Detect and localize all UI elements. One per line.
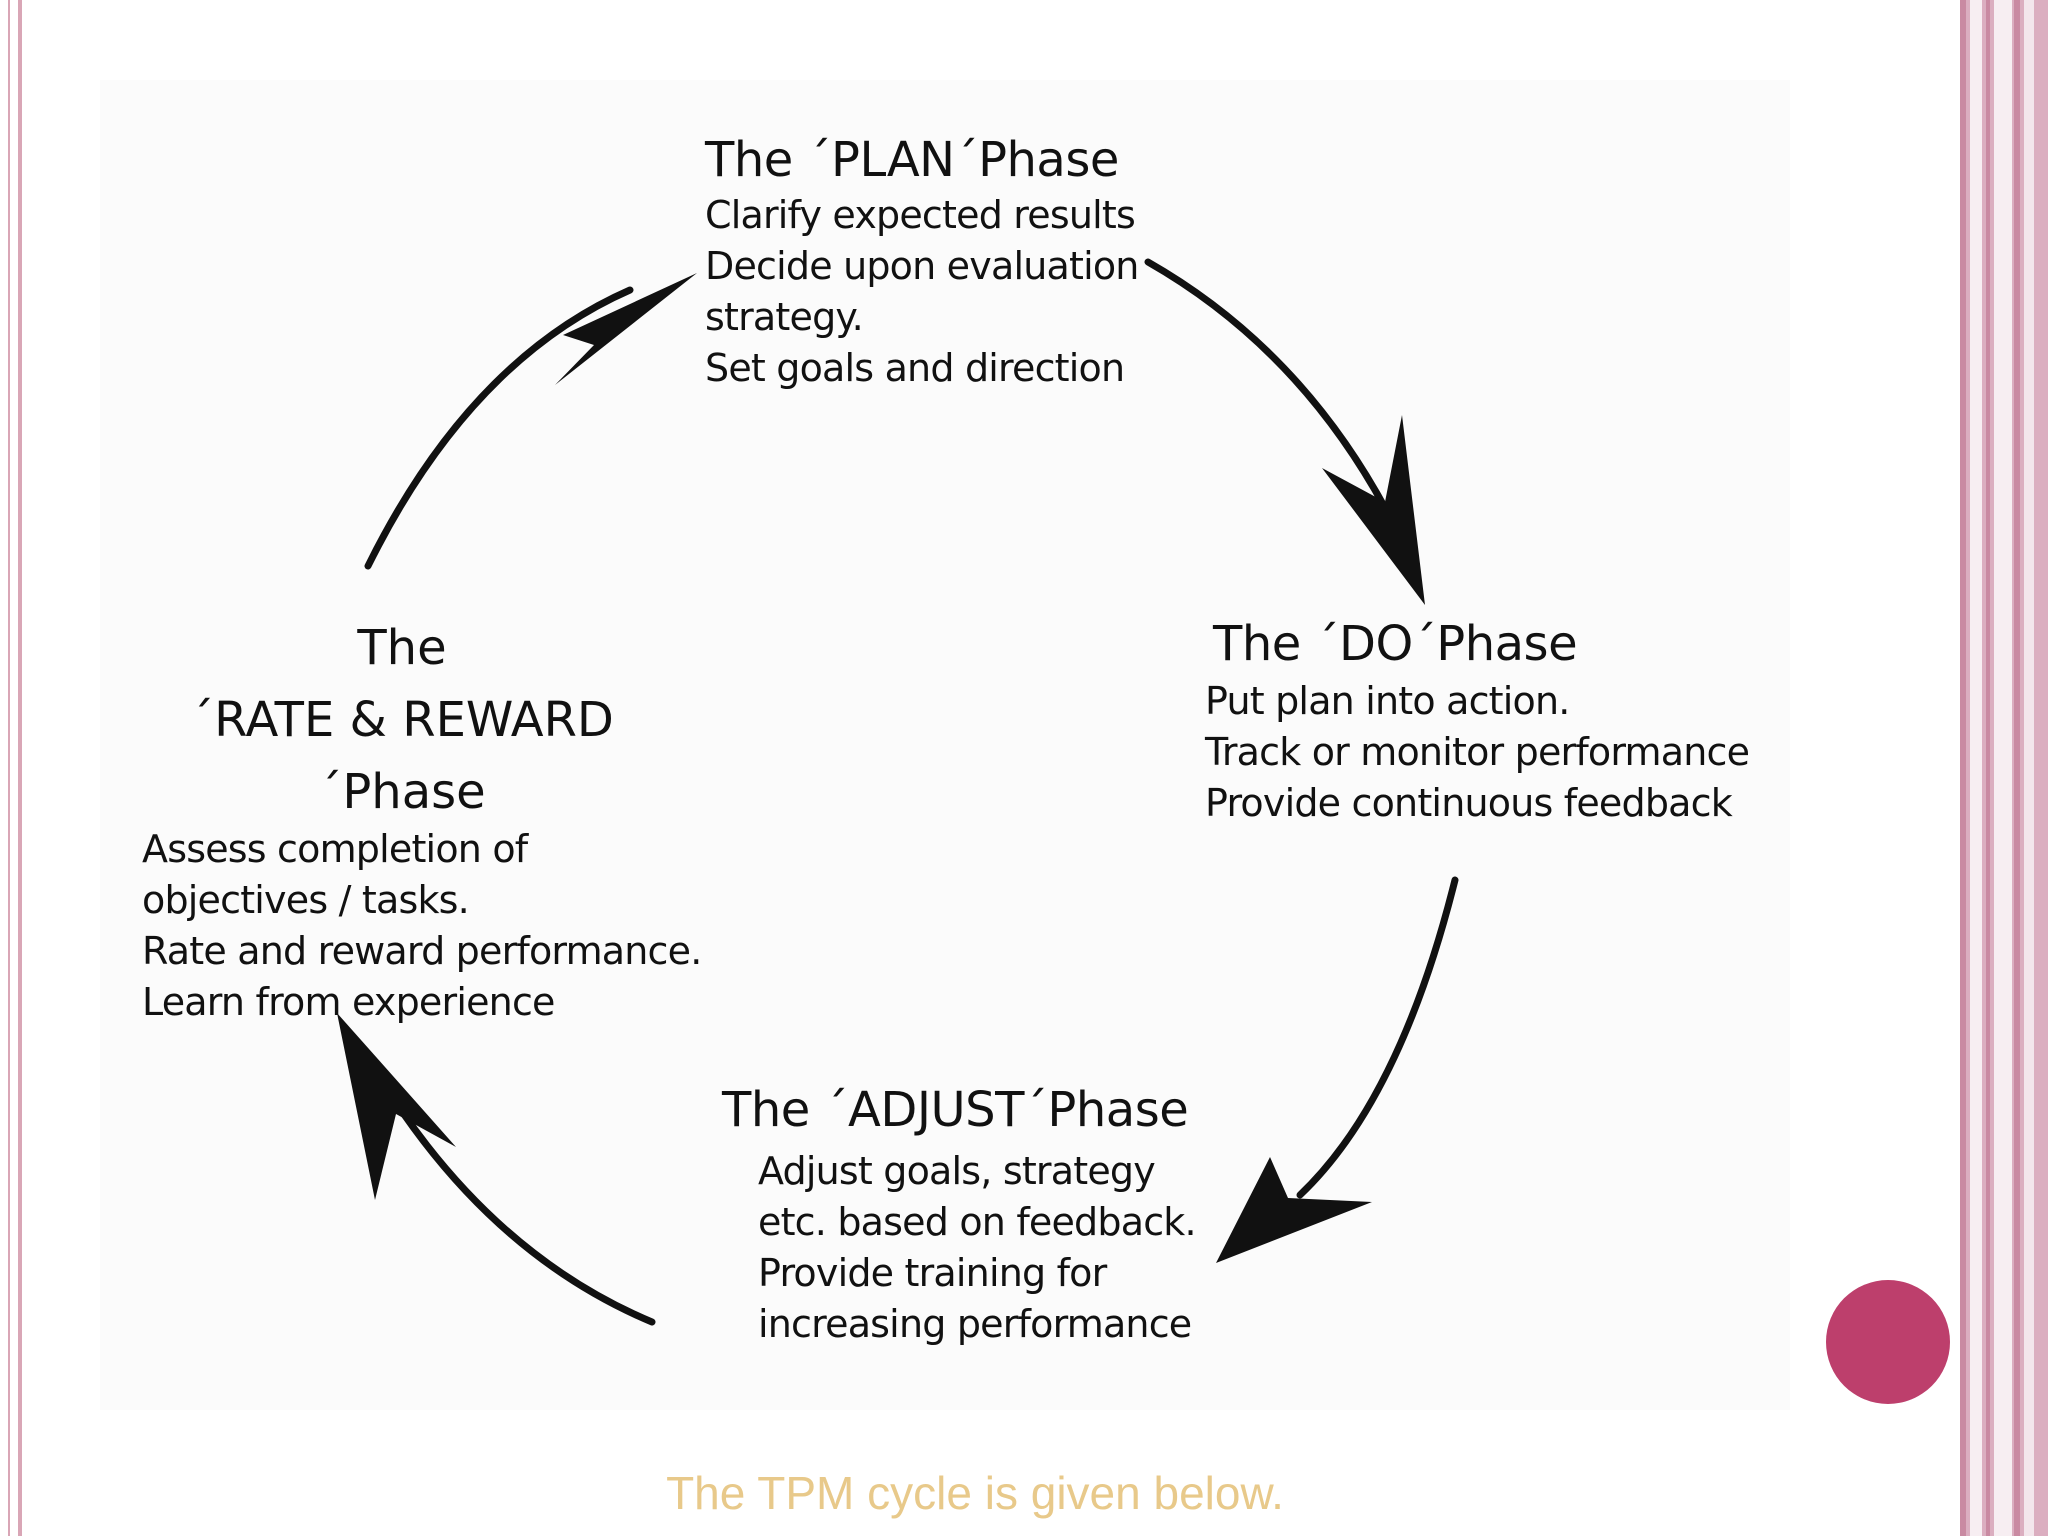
adjust-phase: The ´ADJUST´Phase Adjust goals, strategy… — [722, 1082, 1197, 1350]
adjust-phase-line: etc. based on feedback. — [758, 1200, 1197, 1244]
plan-phase-line: Decide upon evaluation — [705, 244, 1139, 288]
plan-phase-line: Set goals and direction — [705, 346, 1125, 390]
rate-reward-phase: The ´RATE & REWARD ´Phase Assess complet… — [142, 612, 702, 1028]
adjust-phase-line: Provide training for — [758, 1251, 1107, 1295]
rate-reward-phase-title: ´RATE & REWARD — [190, 692, 614, 748]
rate-reward-phase-line: Learn from experience — [142, 980, 555, 1024]
slide-frame-right-gap — [1994, 0, 2012, 1536]
do-phase: The ´DO´Phase Put plan into action. Trac… — [1205, 616, 1750, 829]
arrowhead-adjust-to-rate — [337, 1013, 456, 1200]
arrow-rate-to-plan — [364, 286, 634, 570]
do-phase-title: The ´DO´Phase — [1213, 616, 1578, 672]
arrowhead-plan-to-do — [1322, 415, 1425, 605]
rate-reward-phase-line: Assess completion of — [142, 827, 528, 871]
arrowhead-do-to-adjust — [1216, 1157, 1372, 1263]
adjust-phase-line: Adjust goals, strategy — [758, 1149, 1156, 1193]
slide-frame-right-gap — [1970, 0, 1982, 1536]
adjust-phase-line: increasing performance — [758, 1302, 1192, 1346]
do-phase-line: Track or monitor performance — [1205, 730, 1750, 774]
arrow-do-to-adjust — [1296, 876, 1459, 1199]
rate-reward-phase-title: The — [357, 620, 447, 676]
plan-phase-line: Clarify expected results — [705, 193, 1136, 237]
plan-phase-title: The ´PLAN´Phase — [705, 132, 1119, 188]
slide-frame-right-line — [2014, 0, 2020, 1536]
do-phase-line: Provide continuous feedback — [1205, 781, 1733, 825]
rate-reward-phase-line: objectives / tasks. — [142, 878, 470, 922]
rate-reward-phase-title: ´Phase — [318, 764, 486, 820]
cycle-figure — [100, 80, 1790, 1410]
rate-reward-phase-line: Rate and reward performance. — [142, 929, 702, 973]
plan-phase: The ´PLAN´Phase Clarify expected results… — [705, 132, 1139, 394]
do-phase-line: Put plan into action. — [1205, 679, 1570, 723]
adjust-phase-title: The ´ADJUST´Phase — [722, 1082, 1189, 1138]
plan-phase-line: strategy. — [705, 295, 864, 339]
slide-frame-right-gap — [2024, 0, 2034, 1536]
slide-frame-right-line — [1986, 0, 1990, 1536]
slide-frame-right-line — [1960, 0, 1966, 1536]
arrowhead-rate-to-plan — [555, 273, 697, 385]
slide-frame-left-inner — [18, 0, 22, 1536]
slide-caption: The TPM cycle is given below. — [666, 1467, 1284, 1519]
slide-frame-left-outer — [8, 0, 10, 1536]
decorative-dot — [1826, 1280, 1950, 1404]
